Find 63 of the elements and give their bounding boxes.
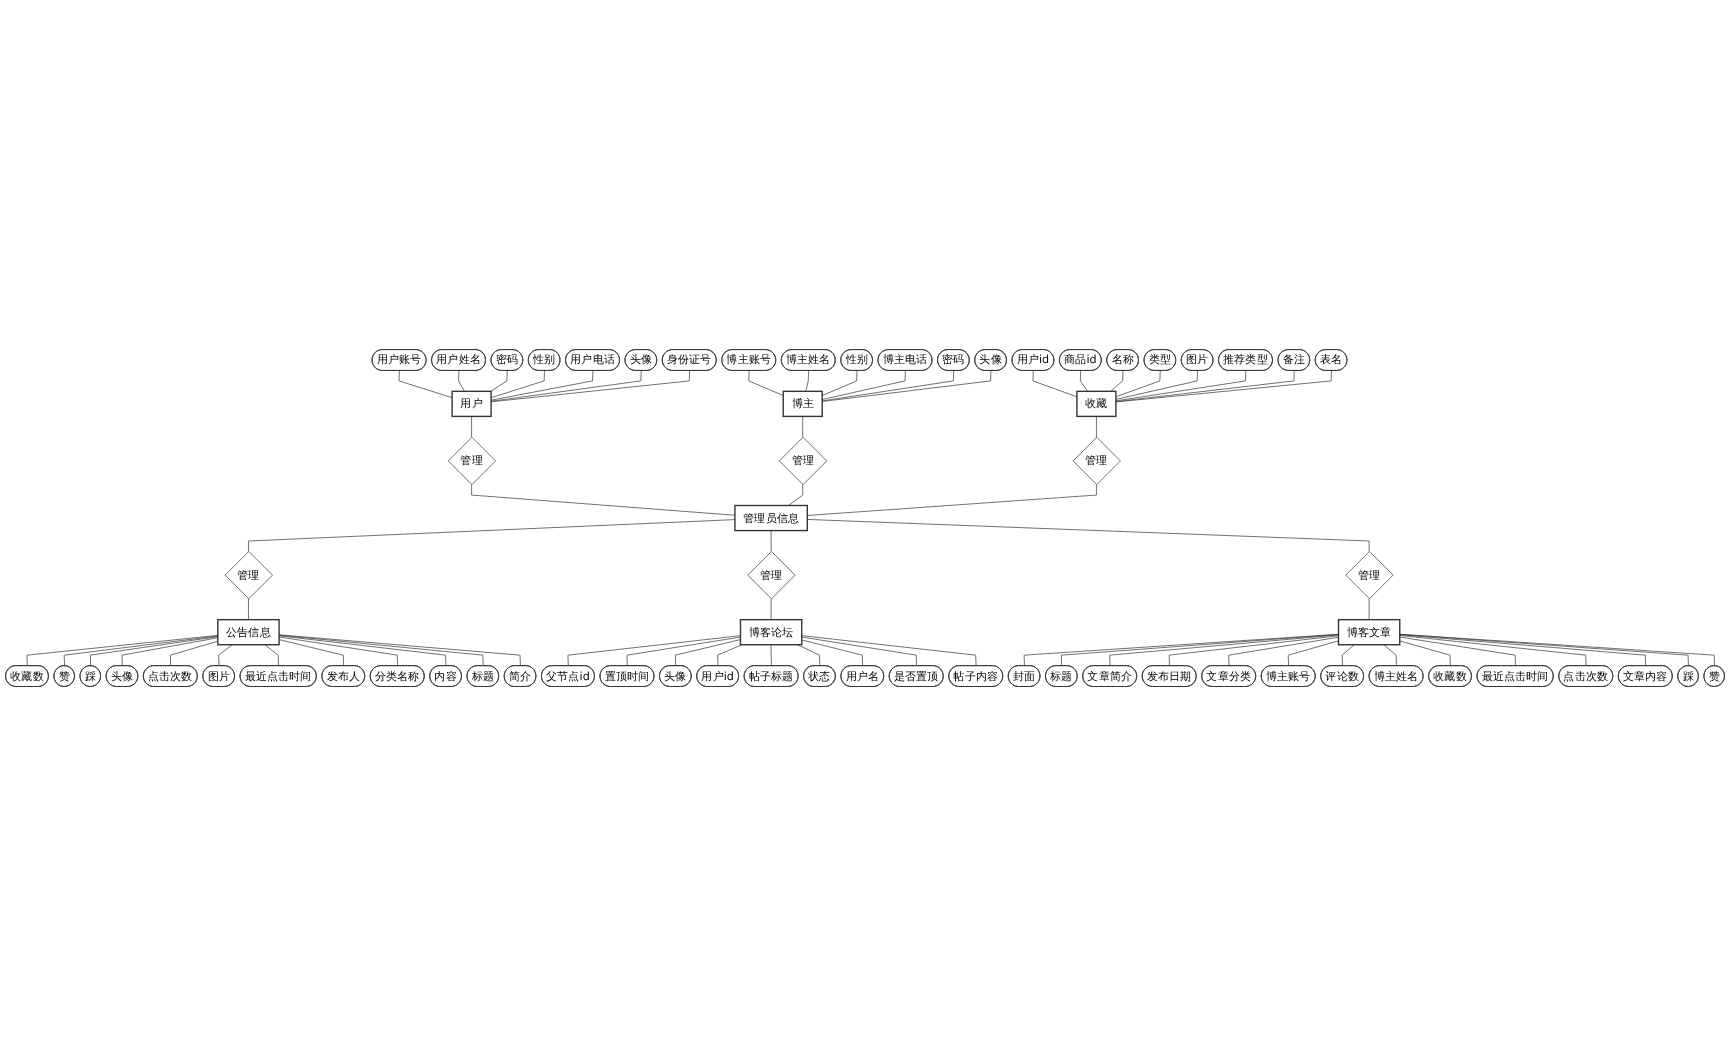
connector [1399, 641, 1451, 668]
connector [1032, 371, 1078, 399]
connector [1115, 371, 1332, 404]
connector [490, 371, 690, 404]
connector [1168, 636, 1339, 668]
connector [802, 417, 804, 439]
connector [1115, 371, 1247, 403]
connector [1115, 371, 1161, 399]
connector [490, 371, 642, 403]
connector [805, 371, 809, 393]
connector [63, 636, 219, 668]
connector [1115, 371, 1295, 403]
connector [1228, 637, 1339, 668]
connector [801, 636, 977, 668]
connector [1399, 637, 1516, 668]
connector [770, 531, 772, 553]
connector [770, 645, 772, 668]
connector [121, 638, 219, 668]
connector [278, 640, 344, 668]
connector [278, 635, 484, 668]
connector [801, 640, 863, 668]
connector [1080, 371, 1088, 393]
connector [1096, 417, 1097, 439]
connector [490, 371, 508, 393]
connector [821, 371, 955, 403]
connector [821, 371, 992, 403]
connector [1368, 599, 1370, 621]
connector [1383, 645, 1397, 668]
connector [1399, 636, 1587, 668]
connector [170, 641, 219, 668]
connector [1341, 645, 1355, 668]
connector [278, 636, 447, 668]
connector [248, 599, 249, 621]
connector [278, 635, 521, 668]
connector [1287, 641, 1339, 668]
connector [748, 371, 784, 397]
connector [248, 520, 736, 553]
connector [471, 417, 472, 439]
connector [218, 645, 233, 668]
connector [1115, 371, 1198, 401]
connector [806, 485, 1097, 517]
connector [717, 645, 743, 668]
connector [801, 637, 917, 668]
connector [626, 637, 741, 668]
connector [675, 640, 741, 668]
connector [264, 645, 279, 668]
connector [806, 520, 1370, 553]
connector [788, 485, 804, 507]
connector [471, 485, 736, 517]
connector [1109, 635, 1339, 668]
connector [770, 599, 772, 621]
connector [567, 636, 741, 668]
connector [821, 371, 858, 397]
connector [797, 645, 821, 668]
connector [490, 371, 594, 402]
connector [89, 637, 219, 668]
connector [398, 371, 453, 399]
connector [26, 636, 219, 668]
connector [821, 371, 906, 401]
connector [1110, 371, 1124, 393]
connector [458, 371, 465, 393]
connector [278, 637, 398, 668]
connector [490, 371, 545, 399]
